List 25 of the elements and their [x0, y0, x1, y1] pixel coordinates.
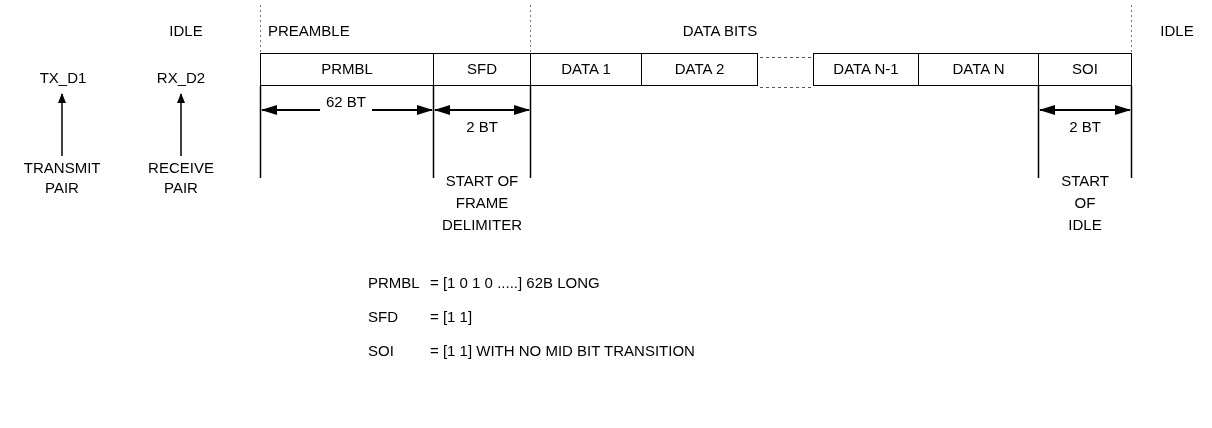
frame-field-cell: DATA 1	[530, 53, 642, 86]
definition-term: SFD	[368, 307, 398, 327]
field-description: START OF IDLE	[1061, 171, 1109, 235]
signal-label: TRANSMIT PAIR	[4, 158, 120, 198]
definition-value: = [1 0 1 0 .....] 62B LONG	[430, 273, 600, 293]
definition-value: = [1 1]	[430, 307, 473, 327]
phase-label: DATA BITS	[682, 21, 758, 41]
phase-label: IDLE	[1160, 21, 1194, 41]
frame-field-cell: DATA N	[918, 53, 1039, 86]
frame-field-cell: SOI	[1038, 53, 1132, 86]
definition-term: PRMBL	[368, 273, 420, 293]
arrow	[58, 93, 66, 157]
phase-label: PREAMBLE	[268, 21, 350, 41]
frame-field-cell: SFD	[433, 53, 531, 86]
signal-label: RECEIVE PAIR	[130, 158, 232, 198]
phase-label: IDLE	[169, 21, 203, 41]
arrow	[177, 93, 185, 157]
definition-value: = [1 1] WITH NO MID BIT TRANSITION	[430, 341, 695, 361]
frame-field-cell: PRMBL	[260, 53, 434, 86]
field-description: START OF FRAME DELIMITER	[442, 171, 522, 235]
definition-term: SOI	[368, 341, 394, 361]
signal-label: RX_D2	[150, 68, 212, 88]
signal-label: TX_D1	[32, 68, 94, 88]
frame-field-cell: DATA 2	[641, 53, 758, 86]
frame-field-cell: DATA N-1	[813, 53, 919, 86]
